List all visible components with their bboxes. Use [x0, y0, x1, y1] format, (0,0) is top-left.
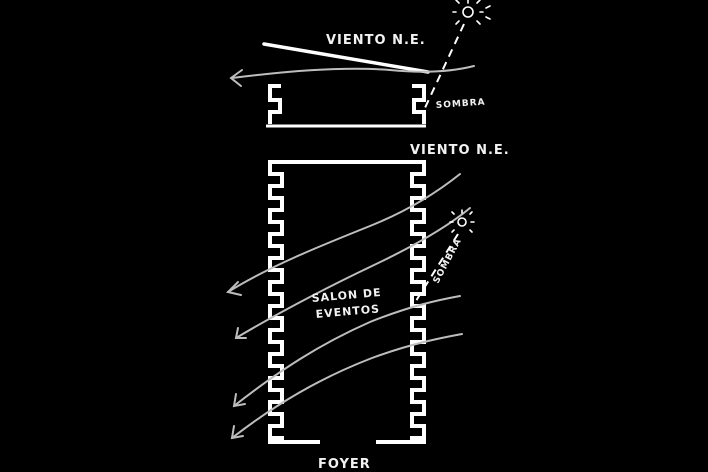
sun-ray-top	[423, 23, 465, 111]
shade-label-top: SOMBRA	[436, 98, 486, 111]
wind-arrowhead-plan-4	[230, 425, 244, 440]
wind-line-plan-1	[227, 173, 461, 293]
wind-arrowhead-plan-2	[234, 327, 247, 339]
plan-wall-left	[268, 162, 284, 442]
wind-line-plan-2	[235, 207, 471, 339]
wind-arrowhead-section	[229, 69, 243, 87]
hall-label-line1: SALON DE	[311, 286, 382, 305]
wind-arrowhead-plan-1	[226, 281, 242, 296]
hall-label-line2: EVENTOS	[315, 302, 380, 321]
wind-label-top: VIENTO N.E.	[326, 33, 426, 48]
plan-view: VIENTO N.E. SOMBRA SALON DE EVENTOS FOYE…	[226, 143, 510, 472]
section-wall-right	[412, 84, 426, 124]
foyer-label: FOYER	[318, 457, 371, 472]
sun-icon-top	[452, 0, 491, 25]
shade-label-bottom: SOMBRA	[432, 237, 464, 286]
wind-line-plan-3	[233, 295, 461, 407]
wind-label-bottom: VIENTO N.E.	[410, 143, 510, 158]
section-view: VIENTO N.E. SOMBRA	[229, 0, 491, 128]
section-wall-left	[268, 84, 282, 124]
roof-line	[262, 42, 430, 74]
sun-icon-bottom	[449, 209, 475, 233]
wind-line-section	[231, 65, 475, 79]
wind-line-plan-4	[231, 333, 463, 439]
wind-arrowhead-plan-3	[232, 393, 246, 408]
